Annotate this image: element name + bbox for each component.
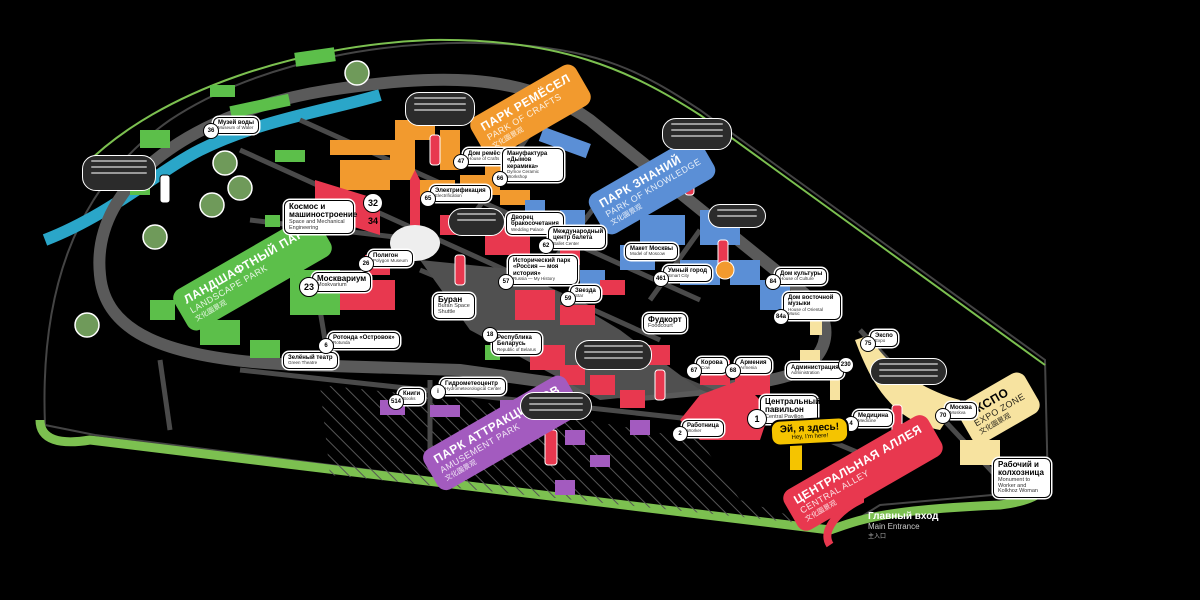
amusement-buildings (380, 380, 650, 495)
speech-bubble (520, 392, 592, 420)
you-are-here-bubble: Эй, я здесь! Hey, I'm here! (769, 415, 850, 448)
amusement-hatch (320, 385, 820, 525)
speech-bubble (405, 92, 475, 126)
boundary-line (84, 38, 1046, 366)
river (42, 89, 382, 246)
photo-circles (74, 60, 370, 338)
main-entrance-label[interactable]: Главный вход Main Entrance 主入口 (868, 511, 939, 540)
speech-bubble (662, 118, 732, 150)
speech-bubble (708, 204, 766, 228)
speech-bubble (82, 155, 156, 191)
speech-bubble (575, 340, 652, 370)
speech-bubble (870, 358, 947, 385)
speech-bubble (448, 208, 505, 236)
rocket-icon (410, 170, 420, 230)
